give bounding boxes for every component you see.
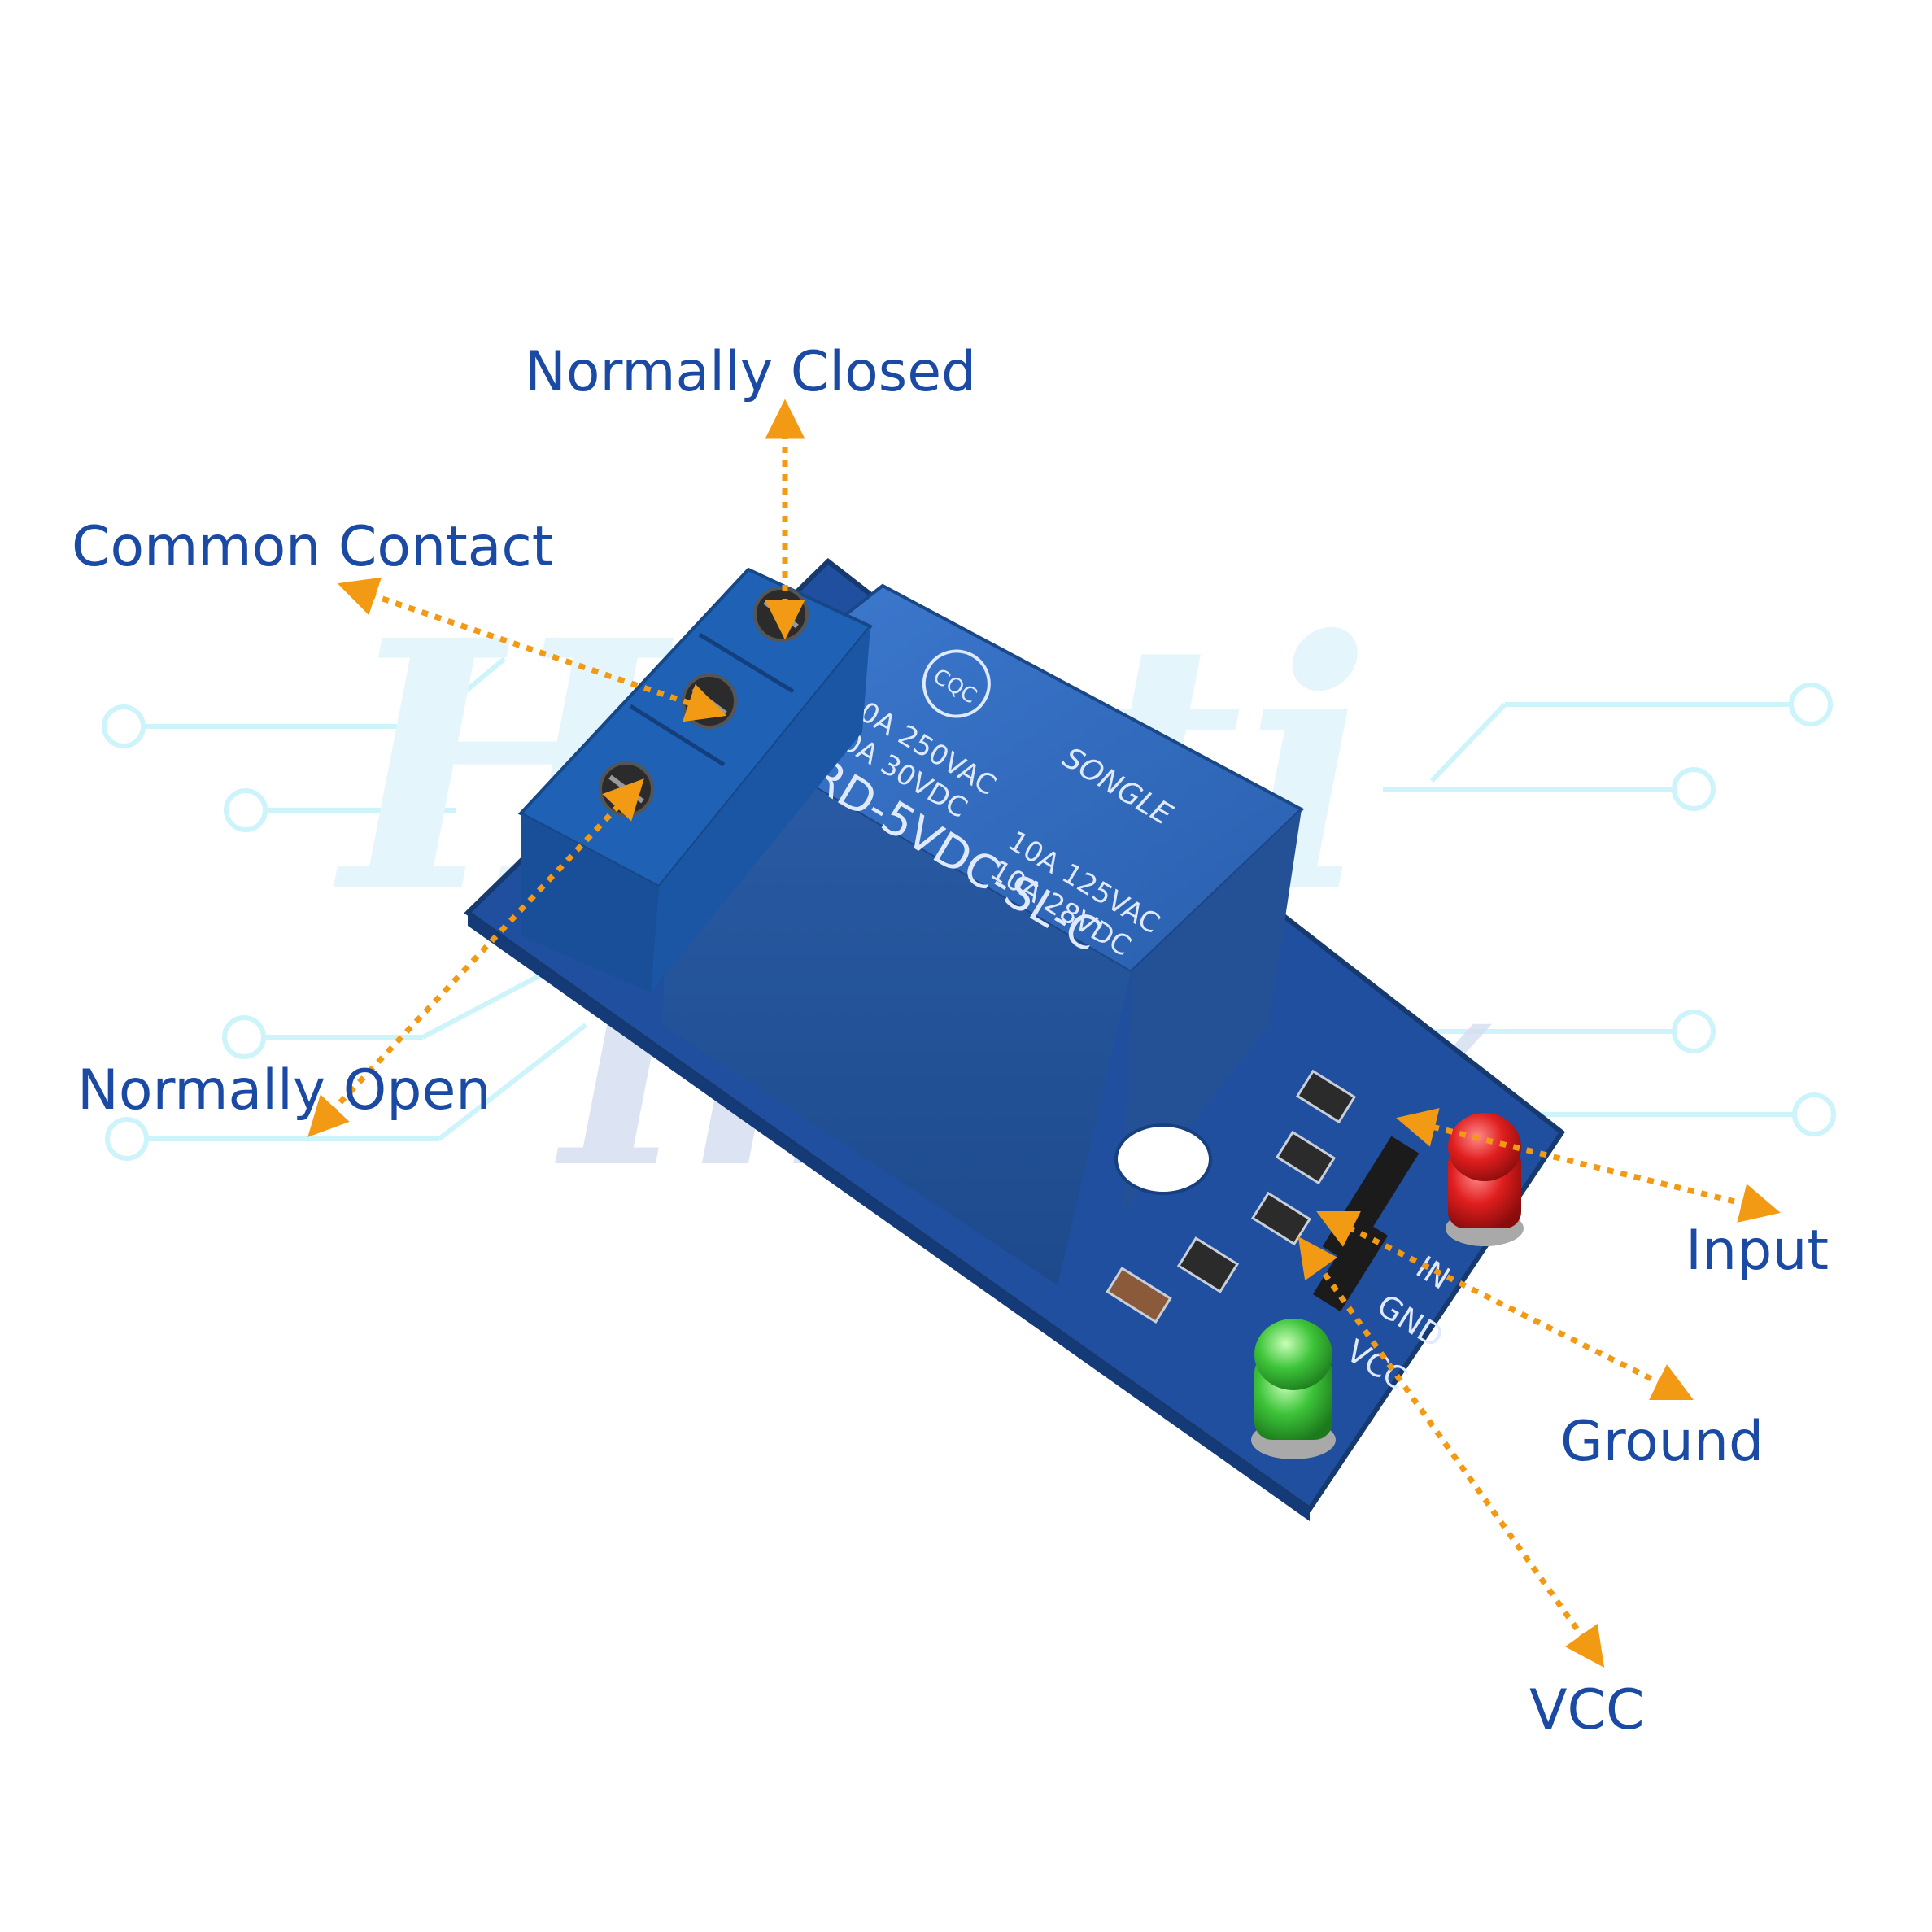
- label-common-contact: Common Contact: [72, 515, 553, 579]
- relay-side-face: [1123, 809, 1302, 1212]
- red-led: [1446, 1113, 1524, 1246]
- green-led: [1251, 1319, 1336, 1459]
- screw-terminal-nc: [753, 587, 809, 642]
- cqc-mark-icon: [922, 649, 991, 718]
- arrow-normally-open: [307, 778, 644, 1137]
- smd-components: [1106, 1069, 1357, 1324]
- screw-terminal-no: [599, 761, 654, 817]
- callout-arrows: [307, 399, 1781, 1668]
- arrow-vcc: [1297, 1236, 1605, 1668]
- relay-module: CQC SONGLE 10A 250VAC 10A 30VDC SRD-5VDC…: [464, 558, 1566, 1521]
- label-vcc: VCC: [1529, 1678, 1644, 1742]
- arrow-input: [1396, 1108, 1781, 1223]
- pcb-board-edge: [468, 913, 1310, 1521]
- label-normally-closed: Normally Closed: [525, 340, 976, 404]
- label-ground: Ground: [1560, 1410, 1764, 1474]
- label-normally-open: Normally Open: [77, 1058, 491, 1123]
- mounting-hole: [1114, 1123, 1212, 1195]
- label-input: Input: [1686, 1219, 1829, 1283]
- screw-terminal-com: [682, 674, 737, 729]
- arrow-common-contact: [337, 577, 727, 722]
- relay-front-face: [663, 724, 1131, 1285]
